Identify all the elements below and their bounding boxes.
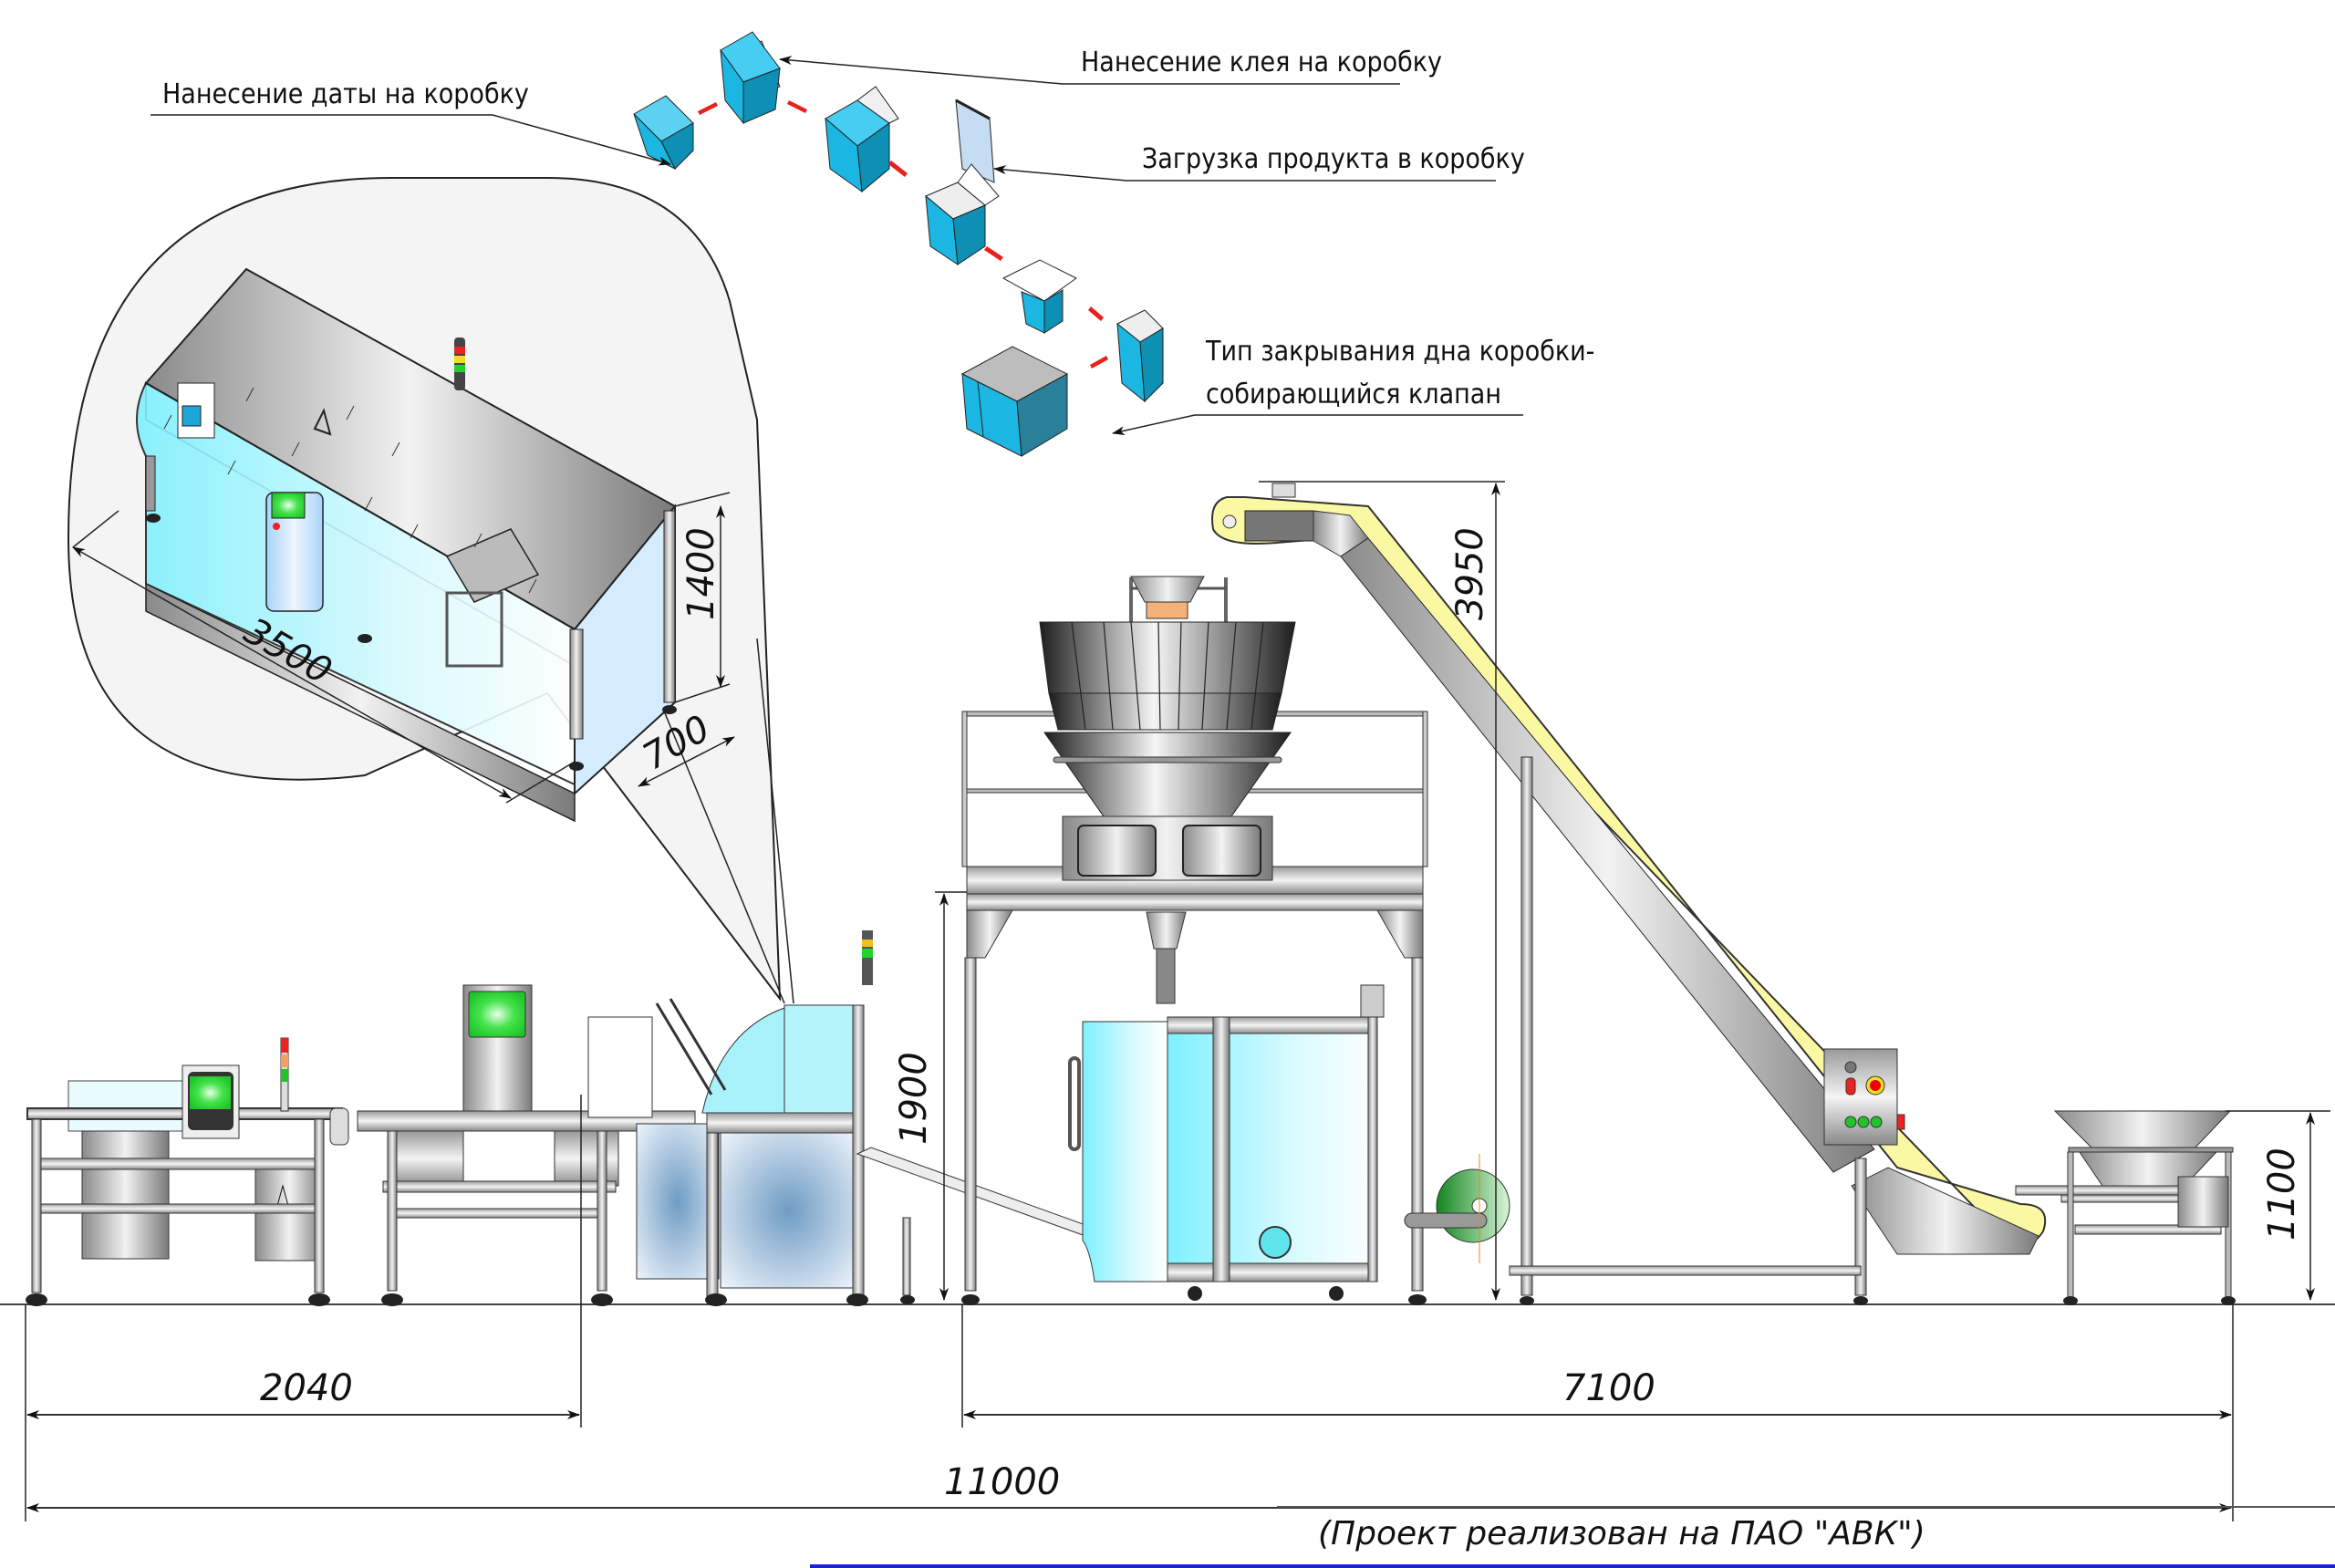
- inset-hmi-screen: [271, 492, 306, 519]
- z-bucket-elevator: [1211, 483, 2047, 1305]
- cartoner-left-panel: [636, 1123, 720, 1280]
- metal-detector-conveyor: [26, 1037, 349, 1306]
- multihead-weigher: [1039, 576, 1296, 1004]
- metal-detector-screen: [190, 1076, 231, 1109]
- cartoner-isometric-inset: 3500 1400 700: [67, 177, 794, 1004]
- checkweigher-screen: [468, 991, 526, 1038]
- inset-height-label: 1400: [680, 527, 722, 620]
- vffs-packer: [1068, 984, 1385, 1301]
- elevator-control-box: [1823, 1048, 1905, 1146]
- dimension-weigher-height: 1900: [893, 891, 967, 1301]
- elevator-height-label: 3950: [1449, 527, 1491, 620]
- dimension-right-section: 7100: [963, 1367, 2232, 1419]
- inset-signal-tower: [454, 337, 465, 390]
- weigher-platform-height-label: 1900: [893, 1052, 935, 1145]
- flap-open-box: [1001, 259, 1077, 334]
- right-section-length-label: 7100: [1562, 1367, 1655, 1409]
- callout-product-loading: Загрузка продукта в коробку: [993, 143, 1525, 182]
- inset-dimension-height: 1400: [674, 492, 731, 703]
- callout-date-printing-label: Нанесение даты на коробку: [162, 78, 529, 110]
- callout-product-loading-label: Загрузка продукта в коробку: [1142, 143, 1525, 175]
- total-length-label: 11000: [944, 1461, 1060, 1503]
- dimension-hopper-height: 1100: [2226, 1110, 2330, 1301]
- date-printed-box: [633, 95, 694, 171]
- cartoner-right-panel: [720, 1132, 858, 1289]
- dimension-left-section: 2040: [26, 1367, 580, 1419]
- product-pouch: [955, 99, 995, 183]
- control-button-3[interactable]: [1870, 1116, 1883, 1128]
- hopper-height-label: 1100: [2261, 1147, 2303, 1241]
- cartoner: [587, 930, 873, 1306]
- flow-arrows: [698, 100, 1108, 369]
- dimension-total-length: 11000: [26, 1461, 2232, 1512]
- callout-glue-application-label: Нанесение клея на коробку: [1081, 47, 1442, 78]
- callout-date-printing: Нанесение даты на коробку: [150, 78, 671, 166]
- footer-rule: [810, 1564, 2335, 1568]
- inset-stop-button: [273, 523, 280, 530]
- packer-motor: [1259, 1226, 1292, 1259]
- open-top-box: [825, 86, 899, 193]
- emergency-stop-button[interactable]: [1870, 1080, 1881, 1091]
- callout-bottom-closure-label-line1: Тип закрывания дна коробки-: [1205, 336, 1594, 368]
- vibratory-feed-hopper: [2015, 1110, 2236, 1305]
- packer-door-handle[interactable]: [1068, 1056, 1081, 1151]
- glued-box: [720, 31, 781, 125]
- main-switch[interactable]: [1896, 1114, 1905, 1130]
- dimension-elevator-height: 3950: [1259, 481, 1505, 1301]
- callout-glue-application: Нанесение клея на коробку: [779, 47, 1442, 85]
- product-loaded-box: [925, 163, 1000, 266]
- control-button-2[interactable]: [1857, 1116, 1870, 1128]
- carton-blank-stack: [960, 346, 1069, 457]
- weigher-platform: [961, 711, 1428, 1305]
- control-box-enclosure: [1823, 1048, 1898, 1146]
- left-section-length-label: 2040: [260, 1367, 353, 1409]
- indicator-lamp: [1845, 1077, 1856, 1096]
- callout-bottom-closure-label-line2: собирающийся клапан: [1206, 379, 1501, 410]
- control-button-1[interactable]: [1844, 1116, 1857, 1128]
- project-note: (Проект реализован на ПАО "АВК"): [1318, 1515, 1925, 1552]
- callout-bottom-closure: Тип закрывания дна коробки- собирающийся…: [1112, 336, 1594, 436]
- erected-box: [1116, 309, 1164, 403]
- top-cone: [1130, 576, 1205, 603]
